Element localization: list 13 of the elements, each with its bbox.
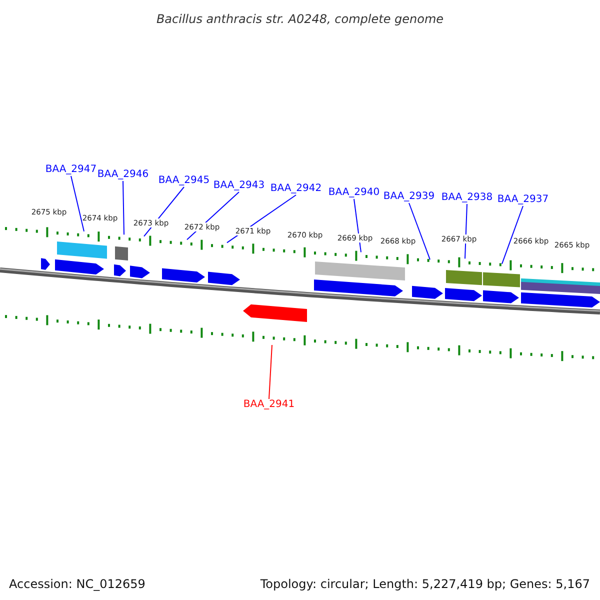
- genome-summary: Topology: circular; Length: 5,227,419 bp; Genes: 5,167: [260, 576, 590, 593]
- gene-label: BAA_2938: [441, 192, 493, 204]
- gene-label: BAA_2937: [497, 194, 549, 206]
- gene-label: BAA_2943: [213, 180, 265, 192]
- gene-label: BAA_2942: [270, 183, 322, 195]
- gene-label: BAA_2940: [328, 187, 380, 199]
- gene-label: BAA_2946: [97, 169, 149, 181]
- title: Bacillus anthracis str. A0248, complete genome: [155, 11, 445, 28]
- gene-label: BAA_2939: [383, 191, 435, 203]
- accession-label: Accession: NC_012659: [9, 576, 146, 593]
- gene-label: BAA_2945: [158, 175, 210, 187]
- gene-label: BAA_2947: [45, 164, 97, 176]
- gene-label: BAA_2941: [243, 399, 295, 411]
